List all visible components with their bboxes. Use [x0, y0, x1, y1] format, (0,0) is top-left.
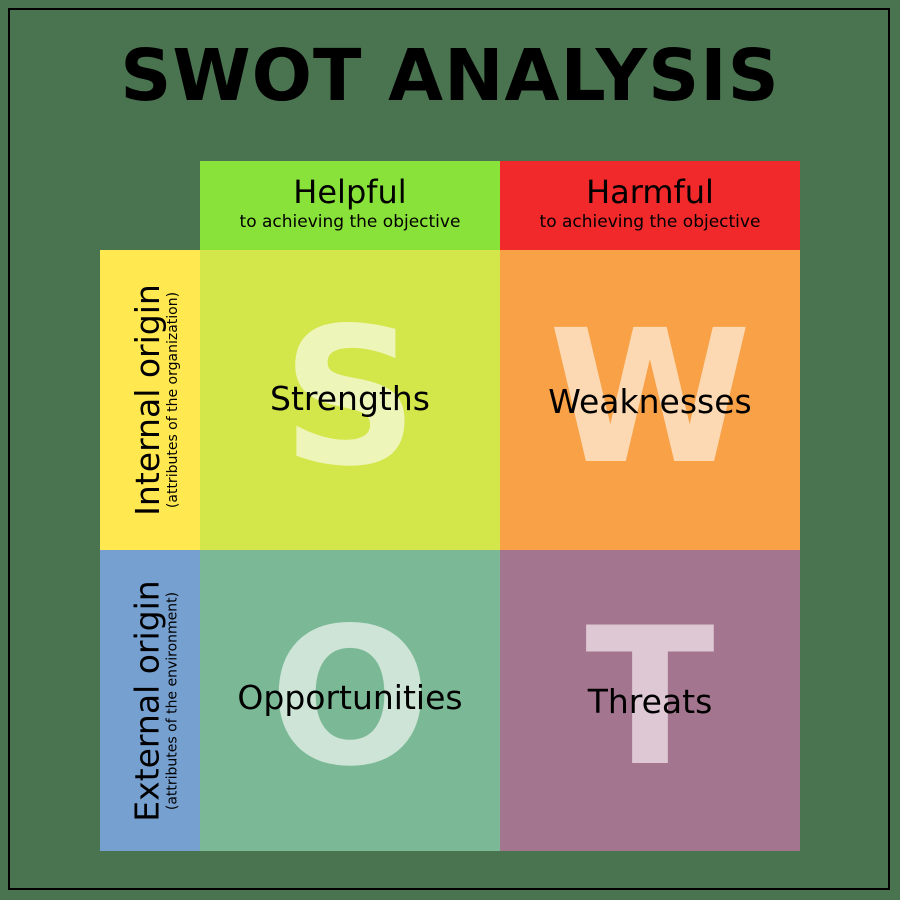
column-header-label: Harmful: [586, 173, 714, 211]
diagram-title: SWOT ANALYSIS: [120, 34, 780, 117]
row-header-label: Internal origin: [128, 284, 168, 516]
letter-w-watermark: W: [548, 291, 752, 505]
row-header-sublabel: (attributes of the organization): [165, 291, 182, 509]
quadrant-label: Opportunities: [237, 678, 463, 717]
letter-s-watermark: S: [281, 287, 419, 508]
quadrant-threats: T Threats: [500, 550, 800, 851]
row-header-label: External origin: [128, 579, 167, 822]
column-header-helpful: Helpful to achieving the objective: [200, 161, 500, 250]
letter-t-watermark: T: [585, 587, 715, 808]
row-header-internal: Internal origin (attributes of the organ…: [100, 250, 200, 550]
column-header-label: Helpful: [293, 173, 407, 211]
quadrant-weaknesses: W Weaknesses: [500, 250, 800, 550]
quadrant-label: Weaknesses: [548, 382, 752, 421]
quadrant-opportunities: O Opportunities: [200, 550, 500, 851]
column-header-sublabel: to achieving the objective: [539, 212, 761, 232]
quadrant-strengths: S Strengths: [200, 250, 500, 550]
row-header-sublabel: (attributes of the environment): [165, 591, 181, 810]
quadrant-label: Strengths: [270, 379, 430, 418]
letter-o-watermark: O: [269, 587, 431, 808]
column-header-harmful: Harmful to achieving the objective: [500, 161, 800, 250]
row-header-external: External origin (attributes of the envir…: [100, 550, 200, 851]
outer-frame: [8, 8, 890, 890]
quadrant-label: Threats: [587, 682, 713, 721]
column-header-sublabel: to achieving the objective: [239, 212, 461, 232]
